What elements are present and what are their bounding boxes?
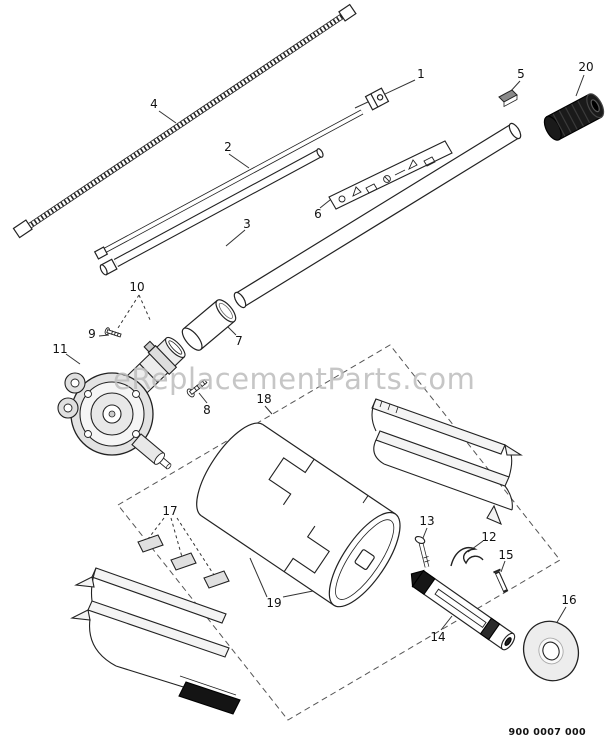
clevis-pin bbox=[414, 536, 430, 568]
callout-1: 1 bbox=[417, 67, 425, 81]
outer-shaft-tube bbox=[233, 122, 522, 309]
callout-19: 19 bbox=[266, 596, 282, 610]
callout-2: 2 bbox=[224, 140, 232, 154]
drive-shaft bbox=[93, 87, 390, 260]
callout-12: 12 bbox=[481, 530, 497, 544]
assembly-boundary-dashed-box bbox=[117, 344, 561, 721]
shaft-assembly bbox=[12, 3, 605, 351]
callout-15: 15 bbox=[498, 548, 514, 562]
pin-15 bbox=[493, 568, 509, 594]
upper-impeller-half bbox=[371, 398, 523, 526]
clip bbox=[498, 89, 518, 108]
pads bbox=[137, 534, 230, 589]
callout-7: 7 bbox=[235, 334, 243, 348]
callout-4: 4 bbox=[150, 97, 158, 111]
drum bbox=[196, 422, 401, 608]
callout-20: 20 bbox=[578, 60, 594, 74]
inner-tube-liner bbox=[99, 148, 324, 276]
hardware-group bbox=[410, 536, 580, 682]
output-shaft bbox=[131, 433, 172, 470]
callout-13: 13 bbox=[419, 514, 435, 528]
gearcase-assembly bbox=[57, 327, 208, 470]
drum-assembly bbox=[70, 398, 523, 715]
screw-8 bbox=[186, 379, 208, 398]
callout-9: 9 bbox=[88, 327, 96, 341]
callout-11: 11 bbox=[52, 342, 68, 356]
grip bbox=[543, 93, 605, 141]
callout-18: 18 bbox=[256, 392, 272, 406]
washer bbox=[522, 620, 580, 682]
callout-10: 10 bbox=[129, 280, 145, 294]
callout-16: 16 bbox=[561, 593, 577, 607]
cotter-pin bbox=[450, 547, 484, 567]
clamp-screw-9 bbox=[104, 327, 122, 338]
spacer-sleeve bbox=[181, 299, 237, 351]
doc-number: 900 0007 000 bbox=[508, 727, 586, 738]
callout-14: 14 bbox=[430, 630, 446, 644]
flexible-drive-shaft bbox=[12, 3, 357, 239]
callout-3: 3 bbox=[243, 217, 251, 231]
gearcase bbox=[57, 336, 186, 470]
callout-6: 6 bbox=[314, 207, 322, 221]
warning-decal bbox=[328, 140, 453, 210]
callout-17: 17 bbox=[162, 504, 178, 518]
callout-8: 8 bbox=[203, 403, 211, 417]
watermark-text: eReplacementParts.com bbox=[113, 362, 476, 396]
lower-impeller-half bbox=[70, 567, 241, 715]
callout-5: 5 bbox=[517, 67, 525, 81]
blade-shaft bbox=[410, 569, 516, 651]
